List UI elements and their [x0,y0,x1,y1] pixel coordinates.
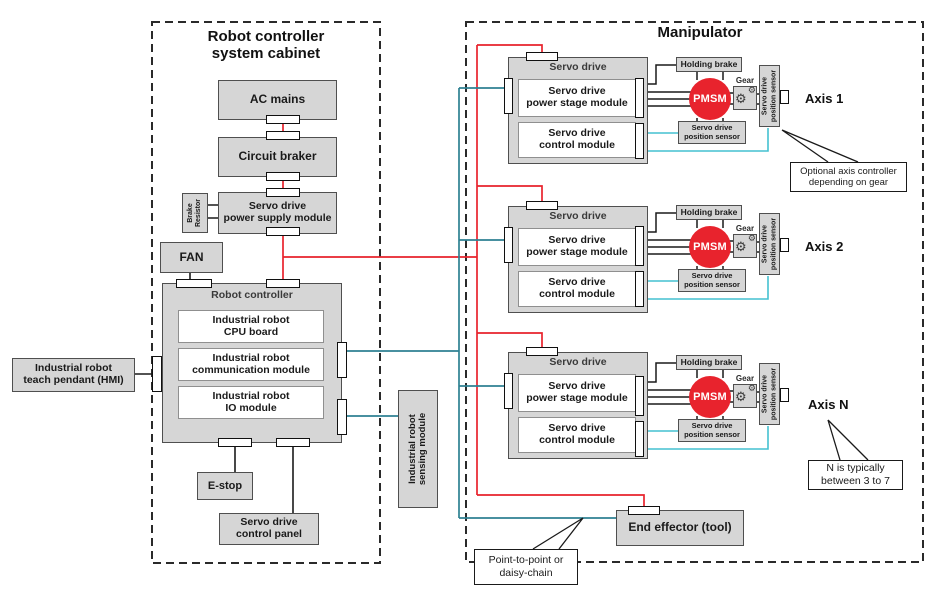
power-stage-box-1: Servo drive power stage module [518,79,636,117]
servo-drive-control-port-3 [635,421,644,457]
position-sensor-vertical-label: Servo drive position sensor [761,69,777,123]
gear-box-2: ⚙ ⚙ [733,234,757,258]
io-module-box: Industrial robot IO module [178,386,324,419]
ac-mains-bottom-port [266,115,300,124]
controller-right-port-comm [337,342,347,378]
axisN-motor-lines [644,362,759,419]
control-module-box-1: Servo drive control module [518,122,636,158]
servo-drive-top-port-2 [526,201,558,210]
axis1-motor-lines [644,64,759,121]
circuit-braker-top-port [266,131,300,140]
power-lines [282,44,645,509]
position-sensor-vertical-3: Servo drive position sensor [759,363,780,425]
cabinet-dashed-border [151,21,381,564]
robot-controller-title: Robot controller [211,289,293,301]
controller-left-port [152,356,162,392]
position-sensor-box-3: Servo drive position sensor [678,419,746,442]
optional-axis-callout: Optional axis controller depending on ge… [790,162,907,192]
teach-pendant-box: Industrial robot teach pendant (HMI) [12,358,135,392]
position-sensor-vertical-2: Servo drive position sensor [759,213,780,275]
gear-box-1: ⚙ ⚙ [733,86,757,110]
power-stage-box-2: Servo drive power stage module [518,228,636,266]
bus-lines [347,87,617,519]
gear-label-2: Gear [735,224,755,233]
psu-bottom-port [266,227,300,236]
sensing-module-label: Industrial robot sensing module [406,412,428,486]
axis-output-stub [780,238,789,252]
sensing-module-box: Industrial robot sensing module [398,390,438,508]
servo-drive-title-2: Servo drive [549,210,607,222]
position-sensor-vertical-1: Servo drive position sensor [759,65,780,127]
gear-icon: ⚙ [735,239,747,254]
pmsm-motor-3: PMSM [689,376,731,418]
brake-resistor-label: Brake Resistor [187,199,202,228]
axis2-motor-lines [644,212,759,269]
end-effector-top-port [628,506,660,515]
servo-drive-title-1: Servo drive [549,61,607,73]
servo-drive-power-port-1 [635,78,644,118]
position-sensor-box-2: Servo drive position sensor [678,269,746,292]
position-sensor-box-1: Servo drive position sensor [678,121,746,144]
controller-right-port-io [337,399,347,435]
n-range-callout: N is typically between 3 to 7 [808,460,903,490]
psu-top-port [266,188,300,197]
gear-icon: ⚙ [735,91,747,106]
gear-icon: ⚙ [735,389,747,404]
control-module-box-2: Servo drive control module [518,271,636,307]
cabinet-title: Robot controller system cabinet [207,28,325,63]
holding-brake-box-1: Holding brake [676,57,742,72]
servo-drive-power-port-3 [635,376,644,416]
servo-drive-left-port-3 [504,373,513,409]
axis-label-1: Axis 1 [805,91,844,106]
gear-icon: ⚙ [747,233,756,243]
ac-mains-box: AC mains [218,80,337,120]
point-to-point-callout: Point-to-point or daisy-chain [474,549,578,585]
position-sensor-vertical-label: Servo drive position sensor [761,217,777,271]
gear-icon: ⚙ [747,85,756,95]
fan-box: FAN [160,242,223,273]
gear-box-3: ⚙ ⚙ [733,384,757,408]
control-module-box-3: Servo drive control module [518,417,636,453]
pmsm-motor-2: PMSM [689,226,731,268]
servo-drive-title-3: Servo drive [549,356,607,368]
gear-label-1: Gear [735,76,755,85]
pmsm-motor-1: PMSM [689,78,731,120]
manipulator-title: Manipulator [657,24,743,41]
servo-drive-left-port-2 [504,227,513,263]
servo-drive-control-port-2 [635,271,644,307]
comm-module-box: Industrial robot communication module [178,348,324,381]
control-panel-box: Servo drive control panel [219,513,319,545]
controller-top-port-power [266,279,300,288]
end-effector-box: End effector (tool) [616,510,744,546]
holding-brake-box-3: Holding brake [676,355,742,370]
circuit-braker-bottom-port [266,172,300,181]
controller-bottom-port-panel [276,438,310,447]
servo-drive-left-port-1 [504,78,513,114]
axis-output-stub [780,90,789,104]
power-stage-box-3: Servo drive power stage module [518,374,636,412]
sensor-lines [644,128,769,450]
circuit-braker-box: Circuit braker [218,137,337,177]
callout-leader-lines [532,129,869,550]
gear-icon: ⚙ [747,383,756,393]
servo-drive-power-port-2 [635,226,644,266]
axis-label-N: Axis N [808,397,849,412]
controller-top-port-fan [176,279,212,288]
brake-resistor-box: Brake Resistor [182,193,208,233]
holding-brake-box-2: Holding brake [676,205,742,220]
servo-drive-top-port-3 [526,347,558,356]
cpu-board-box: Industrial robot CPU board [178,310,324,343]
cabinet-black-lines [135,204,294,513]
servo-drive-top-port-1 [526,52,558,61]
controller-bottom-port-estop [218,438,252,447]
gear-label-3: Gear [735,374,755,383]
axis-output-stub [780,388,789,402]
axis-label-2: Axis 2 [805,239,844,254]
e-stop-box: E-stop [197,472,253,500]
servo-drive-control-port-1 [635,123,644,159]
position-sensor-vertical-label: Servo drive position sensor [761,367,777,421]
psu-box: Servo drive power supply module [218,192,337,234]
manipulator-dashed-border [465,21,924,563]
